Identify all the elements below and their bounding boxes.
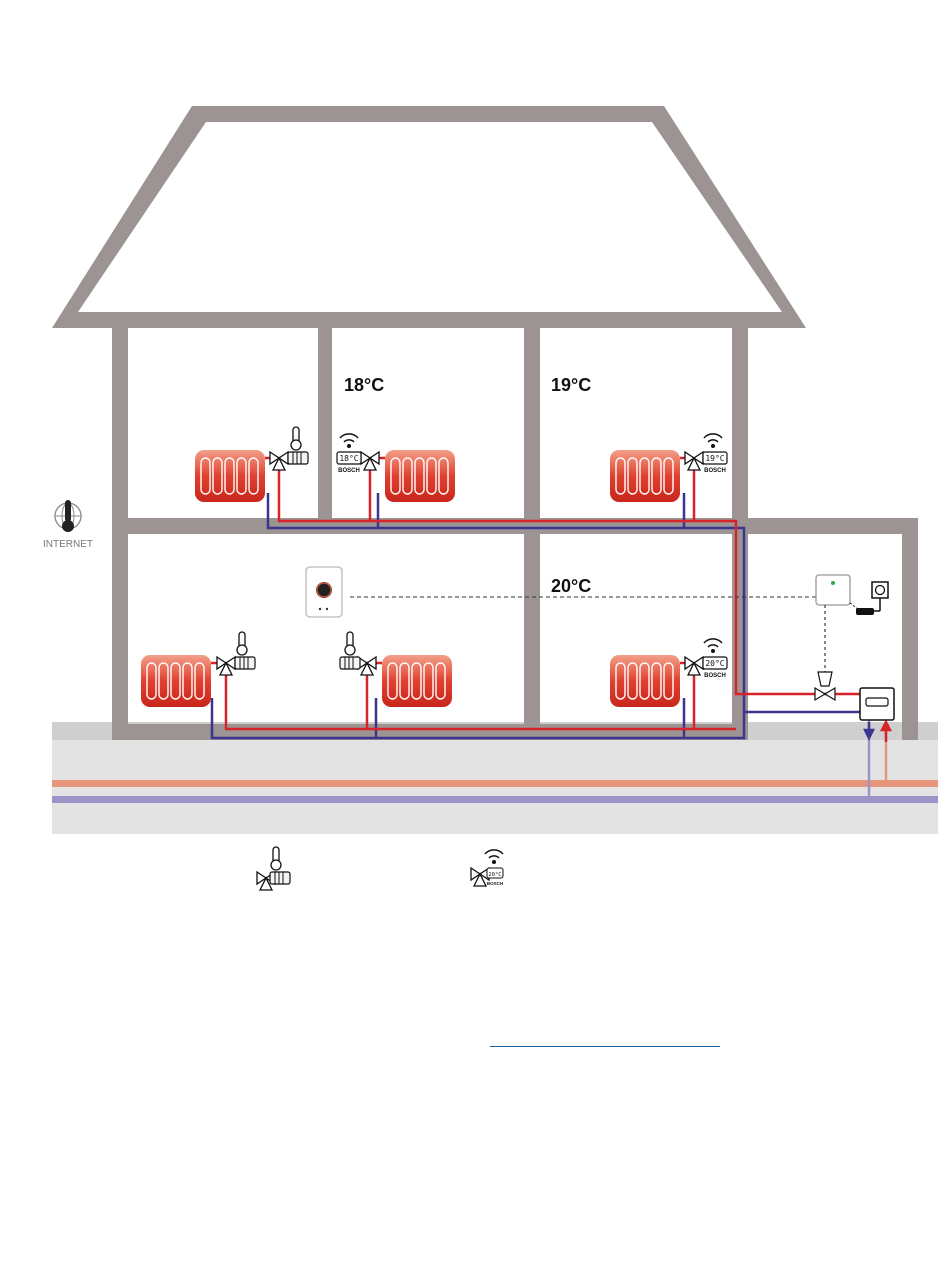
smart-valve-bedroom: 19°C BOSCH (685, 434, 727, 474)
thermostatic-valve-living-right (340, 632, 376, 675)
cooking-pot-icon (549, 537, 597, 572)
thermostatic-valve-bathroom (270, 427, 308, 470)
study-temperature: 18°C (344, 375, 384, 395)
smart-valve-bedroom-display: 19°C (705, 454, 724, 463)
gateway-device (816, 575, 880, 615)
legend-thermostatic-valve (257, 847, 290, 890)
bed-icon (550, 344, 594, 370)
smart-valve-study: 18°C BOSCH (337, 434, 379, 474)
house-walls (52, 106, 918, 740)
radiator-bedroom (610, 450, 680, 502)
smart-valve-kitchen-display: 20°C (705, 659, 724, 668)
radiator-study (385, 450, 455, 502)
smart-valve-kitchen-brand: BOSCH (704, 673, 726, 679)
legend-smart-valve: 20°C BOSCH (471, 850, 503, 886)
shelf-icon (755, 540, 797, 582)
smart-valve-bedroom-brand: BOSCH (704, 468, 726, 474)
sofa-icon (136, 552, 180, 573)
shower-icon (138, 336, 176, 377)
radiator-living-left (141, 655, 211, 707)
radiator-kitchen (610, 655, 680, 707)
legend-smart-valve-brand: BOSCH (487, 881, 503, 886)
zone-valve (815, 672, 835, 700)
desk-lamp-icon (348, 330, 388, 372)
boiler-unit (860, 688, 894, 720)
thermostatic-valve-living-left (217, 632, 255, 675)
globe-thermometer-icon (55, 500, 81, 532)
bedroom-temperature: 19°C (551, 375, 591, 395)
smart-valve-study-brand: BOSCH (338, 468, 360, 474)
hyperlink[interactable] (490, 1032, 720, 1047)
smart-valve-kitchen: 20°C BOSCH (685, 639, 727, 679)
power-socket-icon (872, 582, 888, 598)
thermostat-controller (306, 567, 342, 617)
radiator-bathroom (195, 450, 265, 502)
smart-valve-study-display: 18°C (339, 454, 358, 463)
internet-label: INTERNET (43, 539, 93, 550)
legend-smart-valve-display: 20°C (488, 872, 501, 878)
radiator-living-right (382, 655, 452, 707)
kitchen-temperature: 20°C (551, 576, 591, 596)
